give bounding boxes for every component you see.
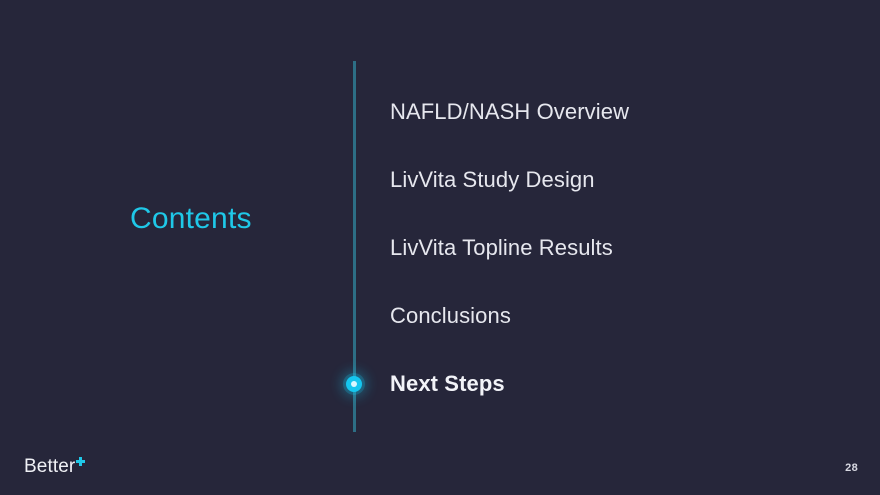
page-title: Contents	[130, 202, 252, 235]
active-step-marker-icon	[346, 376, 362, 392]
list-item[interactable]: LivVita Study Design	[390, 165, 595, 195]
plus-icon	[76, 457, 86, 466]
list-item[interactable]: LivVita Topline Results	[390, 233, 613, 263]
agenda-item-label: LivVita Study Design	[390, 167, 595, 192]
list-item[interactable]: NAFLD/NASH Overview	[390, 97, 629, 127]
brand-name: Better	[24, 456, 76, 477]
agenda-list: NAFLD/NASH Overview LivVita Study Design…	[390, 0, 820, 495]
agenda-item-label: NAFLD/NASH Overview	[390, 99, 630, 124]
page-number: 28	[845, 462, 858, 474]
list-item[interactable]: Conclusions	[390, 301, 511, 331]
timeline-axis	[353, 61, 356, 432]
agenda-item-label: Next Steps	[390, 371, 505, 396]
agenda-item-label: Conclusions	[390, 303, 511, 328]
agenda-item-label: LivVita Topline Results	[390, 235, 613, 260]
brand-logo: Better	[24, 456, 86, 482]
list-item-active[interactable]: Next Steps	[390, 369, 505, 399]
